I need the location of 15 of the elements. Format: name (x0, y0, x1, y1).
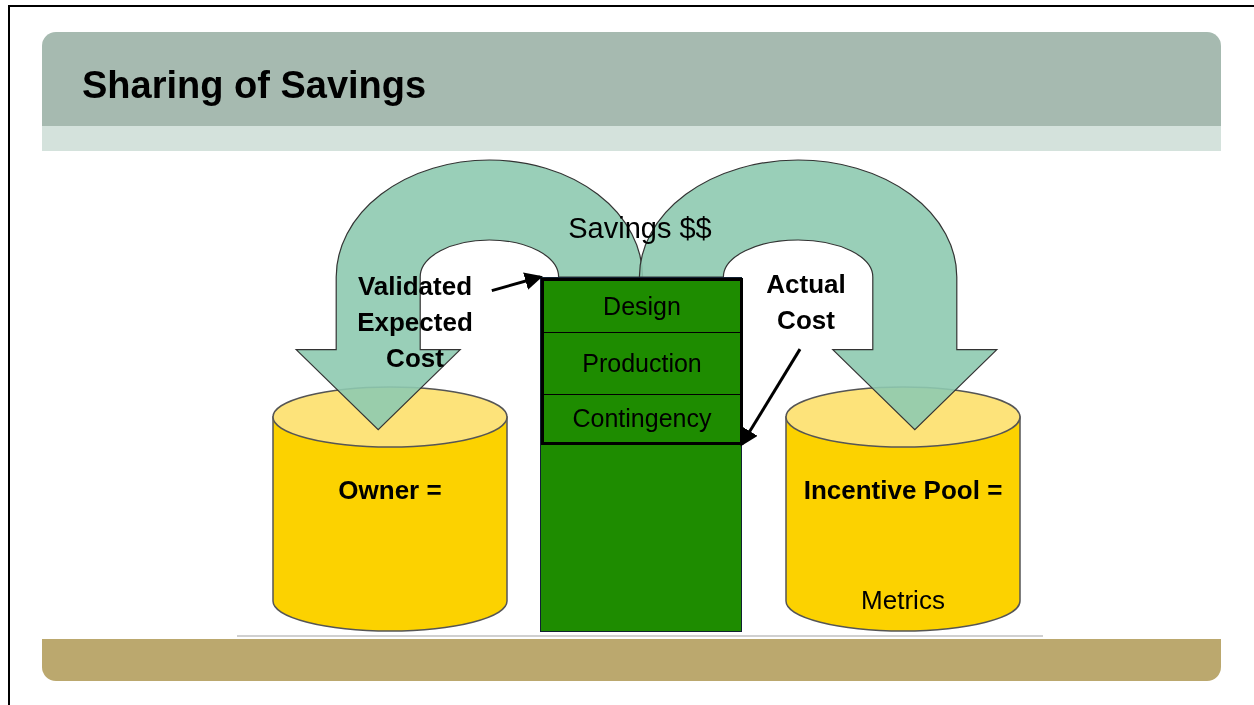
cylinder (785, 385, 1021, 633)
curved-block-arrow (638, 159, 998, 431)
cylinder (272, 385, 508, 633)
cylinder-label: Metrics (860, 584, 946, 617)
cost-segment: Design (541, 278, 743, 333)
cylinder-label: Incentive Pool = (802, 474, 1004, 507)
slide-title: Sharing of Savings (82, 63, 427, 108)
leader-arrow (491, 272, 543, 293)
leader-arrow (740, 348, 802, 447)
curved-block-arrow (295, 159, 644, 431)
cost-column (540, 277, 742, 632)
cost-segment: Production (541, 333, 743, 395)
callout-text: Actual Cost (746, 264, 866, 340)
cost-segment: Contingency (541, 395, 743, 445)
cylinder-label: Owner = (337, 474, 443, 507)
